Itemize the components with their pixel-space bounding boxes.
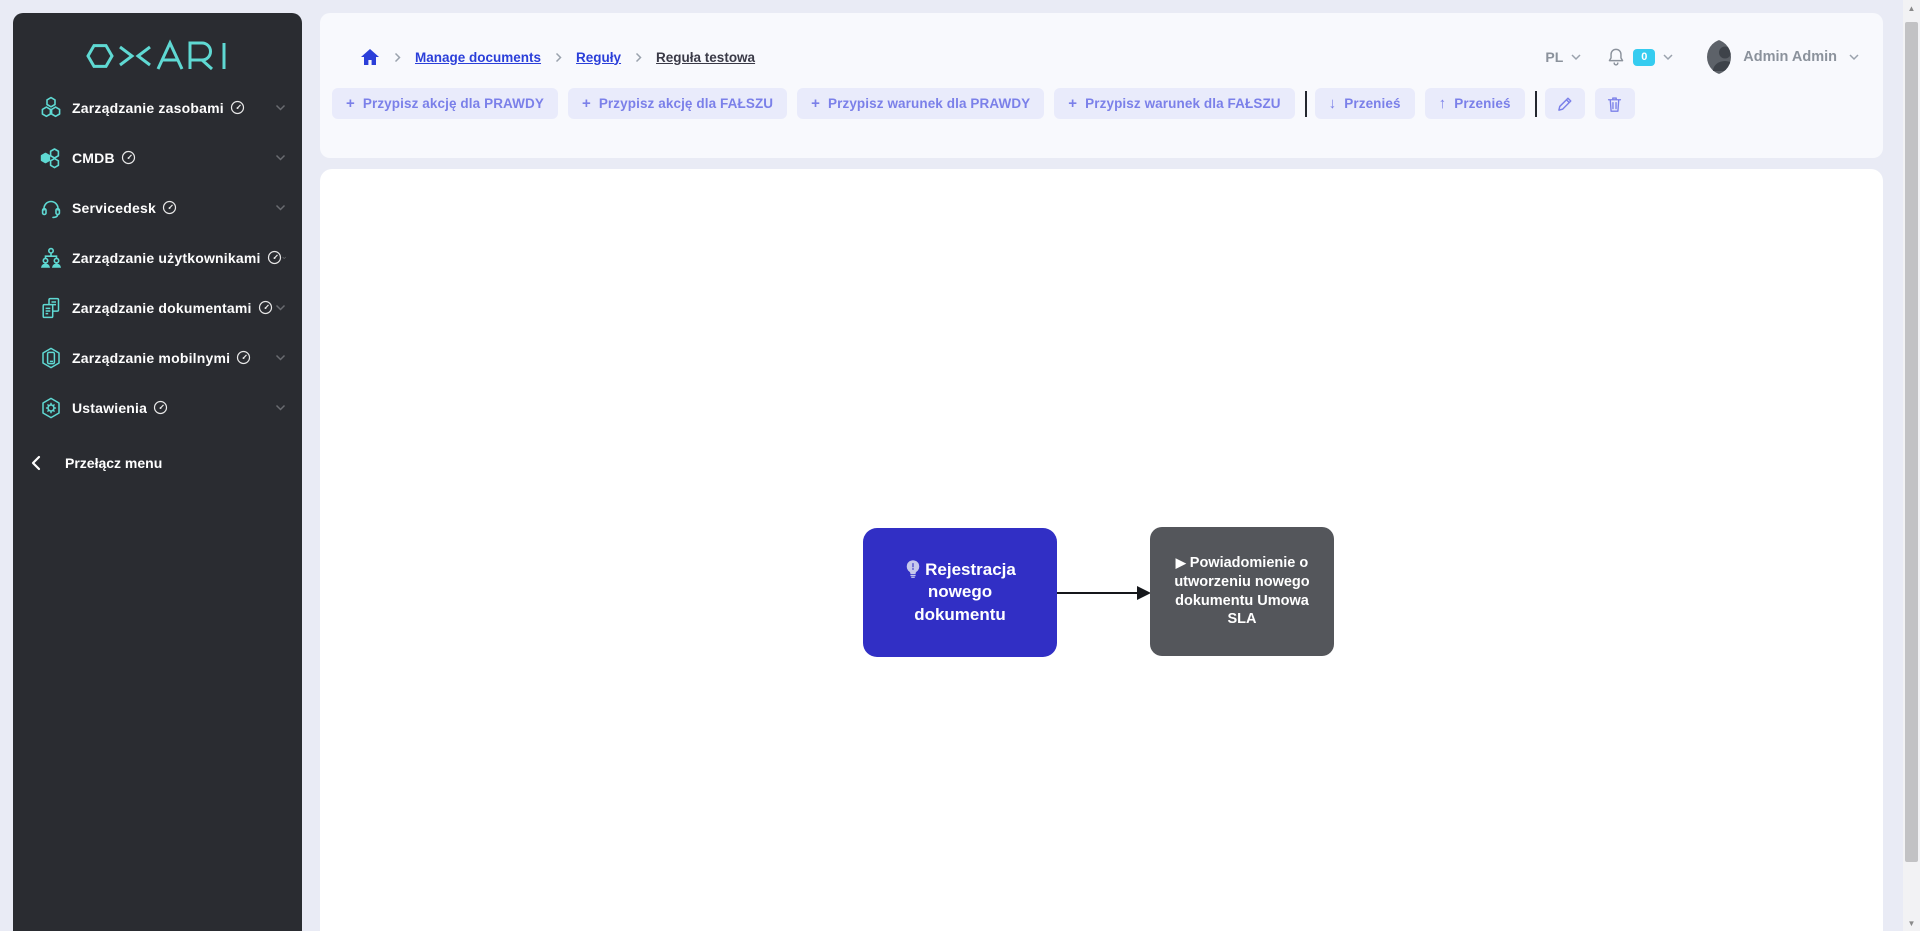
vertical-scrollbar: ▲ ▼ <box>1903 0 1920 931</box>
breadcrumb-separator-icon <box>394 52 401 63</box>
flow-edge-arrow <box>1057 586 1151 600</box>
breadcrumb-separator-icon <box>635 52 642 63</box>
mobile-icon <box>42 347 60 369</box>
sidebar-item-servicedesk[interactable]: Servicedesk <box>13 183 302 233</box>
flow-node-trigger[interactable]: Rejestracja nowego dokumentu <box>863 528 1057 657</box>
gauge-icon <box>258 300 272 315</box>
servicedesk-icon <box>41 200 61 219</box>
plus-icon: + <box>581 95 591 112</box>
move-up-button[interactable]: ↑ Przenieś <box>1424 88 1525 119</box>
sidebar-item-label: Zarządzanie zasobami <box>72 100 245 116</box>
action-node-label: Powiadomienie o utworzeniu nowego dokume… <box>1174 555 1310 628</box>
gauge-icon <box>237 350 251 365</box>
breadcrumb-link-manage-documents[interactable]: Manage documents <box>415 49 542 65</box>
assign-condition-false-button[interactable]: + Przypisz warunek dla FAŁSZU <box>1054 88 1295 119</box>
gauge-icon <box>162 200 177 215</box>
chevron-down-icon <box>275 204 286 211</box>
home-icon[interactable] <box>360 48 380 66</box>
move-down-button[interactable]: ↓ Przenieś <box>1314 88 1415 119</box>
gauge-icon <box>121 150 135 165</box>
sidebar-item-settings[interactable]: Ustawienia <box>13 383 302 433</box>
plus-icon: + <box>811 95 821 112</box>
scrollbar-thumb[interactable] <box>1905 22 1918 862</box>
header-card: Manage documents Reguły Reguła testowa P… <box>320 13 1883 158</box>
trigger-node-label: Rejestracja nowego dokumentu <box>914 559 1016 624</box>
chevron-down-icon <box>1663 53 1673 60</box>
play-icon: ▶ <box>1175 555 1186 571</box>
rule-flow-canvas: Rejestracja nowego dokumentu ▶Powiadomie… <box>320 169 1883 931</box>
userbar: PL 0 <box>1545 39 1859 75</box>
arrow-up-icon: ↑ <box>1438 95 1447 112</box>
chevron-down-icon <box>275 304 286 311</box>
assign-action-false-button[interactable]: + Przypisz akcję dla FAŁSZU <box>567 88 788 119</box>
sidebar: Zarządzanie zasobami CMDB Servicedesk <box>13 13 302 931</box>
breadcrumb-separator-icon <box>555 52 562 63</box>
language-selector[interactable]: PL <box>1545 49 1581 65</box>
bell-icon <box>1608 48 1624 66</box>
breadcrumb-link-rules[interactable]: Reguły <box>576 49 622 65</box>
assign-condition-true-button[interactable]: + Przypisz warunek dla PRAWDY <box>797 88 1045 119</box>
pencil-icon <box>1557 97 1572 111</box>
sidebar-item-documents[interactable]: Zarządzanie dokumentami <box>13 283 302 333</box>
plus-icon: + <box>346 95 355 112</box>
chevron-down-icon <box>1571 53 1581 60</box>
lightbulb-icon <box>906 560 920 578</box>
breadcrumb-current-page: Reguła testowa <box>656 49 756 65</box>
cmdb-icon <box>40 148 60 169</box>
sidebar-item-assets[interactable]: Zarządzanie zasobami <box>13 83 302 133</box>
scrollbar-down-arrow[interactable]: ▼ <box>1907 918 1916 928</box>
sidebar-item-label: Zarządzanie dokumentami <box>72 300 273 316</box>
toolbar-divider <box>1304 90 1307 117</box>
avatar <box>1695 39 1732 75</box>
gauge-icon <box>230 100 244 115</box>
trash-icon <box>1607 96 1622 112</box>
toolbar-divider <box>1534 90 1537 117</box>
action-node-content: ▶Powiadomienie o utworzeniu nowego dokum… <box>1166 554 1318 628</box>
language-label: PL <box>1545 49 1564 65</box>
assign-action-true-button[interactable]: + Przypisz akcję dla PRAWDY <box>332 88 558 119</box>
brand-logo <box>13 13 302 83</box>
delete-rule-button[interactable] <box>1594 88 1635 119</box>
user-menu[interactable]: Admin Admin <box>1695 39 1859 75</box>
chevron-down-icon <box>281 256 286 260</box>
edit-rule-button[interactable] <box>1544 88 1585 119</box>
oxari-logo-icon <box>85 39 225 71</box>
notification-count-badge: 0 <box>1633 48 1656 66</box>
sidebar-item-label: Ustawienia <box>72 400 168 416</box>
chevron-down-icon <box>275 154 286 161</box>
sidebar-collapse-toggle[interactable]: Przełącz menu <box>13 441 302 485</box>
chevron-down-icon <box>1849 53 1859 60</box>
user-name: Admin Admin <box>1743 49 1837 65</box>
sidebar-item-label: Zarządzanie użytkownikami <box>72 250 282 266</box>
users-icon <box>40 247 62 268</box>
rule-toolbar: + Przypisz akcję dla PRAWDY + Przypisz a… <box>320 88 1883 119</box>
assets-icon <box>41 96 61 118</box>
notifications[interactable]: 0 <box>1607 47 1673 67</box>
chevron-down-icon <box>275 404 286 411</box>
gauge-icon <box>267 250 281 265</box>
toggle-menu-label: Przełącz menu <box>65 455 163 471</box>
gauge-icon <box>154 400 168 415</box>
sidebar-item-label: CMDB <box>72 150 136 166</box>
documents-icon <box>42 297 60 319</box>
breadcrumb: Manage documents Reguły Reguła testowa P… <box>320 13 1883 77</box>
chevron-left-icon <box>31 455 41 471</box>
trigger-node-content: Rejestracja nowego dokumentu <box>884 559 1036 626</box>
sidebar-item-users[interactable]: Zarządzanie użytkownikami <box>13 233 302 283</box>
settings-gear-icon <box>42 397 60 419</box>
sidebar-item-label: Zarządzanie mobilnymi <box>72 350 251 366</box>
scrollbar-up-arrow[interactable]: ▲ <box>1907 3 1916 13</box>
sidebar-item-label: Servicedesk <box>72 200 177 216</box>
arrow-down-icon: ↓ <box>1328 95 1337 112</box>
plus-icon: + <box>1068 95 1078 112</box>
sidebar-item-cmdb[interactable]: CMDB <box>13 133 302 183</box>
sidebar-item-mobile[interactable]: Zarządzanie mobilnymi <box>13 333 302 383</box>
chevron-down-icon <box>275 104 286 111</box>
flow-node-action[interactable]: ▶Powiadomienie o utworzeniu nowego dokum… <box>1150 527 1334 656</box>
chevron-down-icon <box>275 354 286 361</box>
